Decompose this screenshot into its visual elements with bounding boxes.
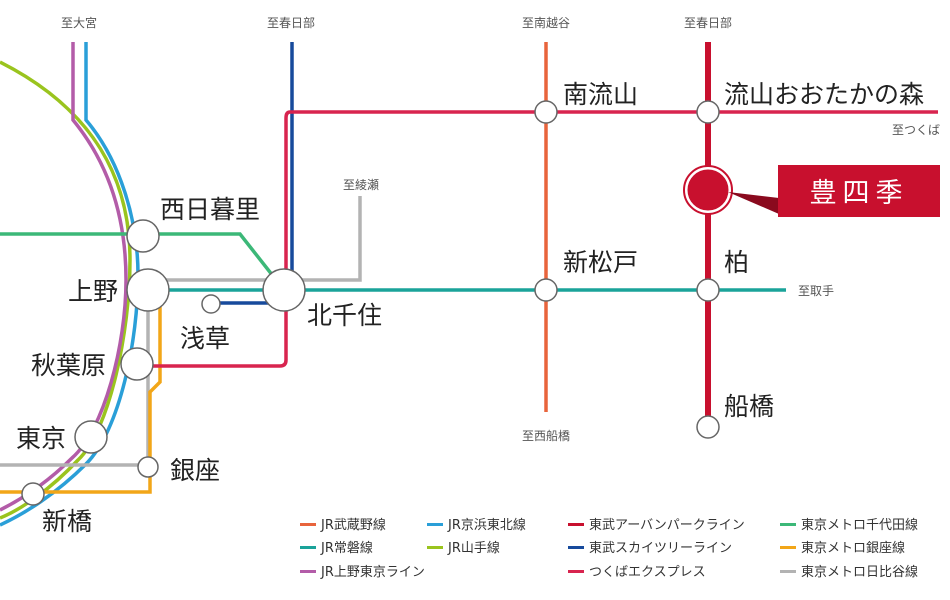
station-akihabara-marker — [120, 347, 154, 381]
station-tokyo-marker — [74, 420, 108, 454]
legend-swatch — [427, 546, 443, 549]
legend-swatch — [780, 546, 796, 549]
dir-nishifunabashi: 至西船橋 — [522, 429, 570, 443]
label-nishi-nippori: 西日暮里 — [160, 195, 260, 224]
legend-swatch — [427, 523, 443, 526]
legend-item: 東武アーバンパークライン — [568, 517, 745, 533]
dir-kasukabe-left: 至春日部 — [267, 15, 315, 30]
label-akihabara: 秋葉原 — [31, 351, 106, 380]
legend-item: JR山手線 — [427, 540, 500, 556]
dir-tsukuba: 至つくば — [892, 123, 940, 137]
legend-item: JR京浜東北線 — [427, 517, 526, 533]
legend-item: 東京メトロ千代田線 — [780, 517, 918, 533]
legend-label: JR武蔵野線 — [320, 517, 386, 533]
station-shimbashi-marker — [21, 482, 45, 506]
line-skytree — [212, 42, 294, 305]
dir-minamikoshigaya: 至南越谷 — [522, 15, 570, 30]
target-callout-pointer — [728, 192, 779, 214]
label-funabashi: 船橋 — [724, 392, 774, 421]
legend-item: つくばエクスプレス — [568, 565, 706, 580]
label-shimbashi: 新橋 — [42, 507, 92, 536]
legend-swatch — [568, 546, 584, 549]
station-kashiwa-marker — [696, 278, 720, 302]
label-ueno: 上野 — [68, 277, 118, 306]
legend-swatch — [780, 523, 796, 526]
line-yamanote — [0, 60, 132, 520]
legend-item: JR上野東京ライン — [300, 564, 425, 580]
legend-item: 東京メトロ日比谷線 — [780, 564, 918, 580]
station-nishi-nippori-marker — [126, 219, 160, 253]
legend-label: 東京メトロ銀座線 — [801, 540, 905, 556]
station-ginza-marker — [137, 456, 159, 478]
line-tsukuba — [138, 110, 938, 368]
target-station: 豊四季 — [683, 165, 940, 217]
target-callout — [778, 165, 940, 217]
legend-label: 東京メトロ千代田線 — [801, 517, 918, 533]
station-funabashi-marker — [696, 415, 720, 439]
legend-label: 東京メトロ日比谷線 — [801, 564, 918, 580]
label-tokyo: 東京 — [16, 424, 66, 453]
label-kashiwa: 柏 — [724, 248, 749, 277]
legend-swatch — [300, 523, 316, 526]
legend-label: 東武アーバンパークライン — [589, 517, 745, 533]
label-ginza: 銀座 — [170, 456, 220, 485]
station-shin-matsudo-marker — [534, 278, 558, 302]
station-minami-nagareyama-marker — [534, 100, 558, 124]
station-kita-senju-marker — [262, 268, 306, 312]
dir-kasukabe-right: 至春日部 — [684, 15, 732, 30]
station-nagareyama-otakanomori-marker — [696, 100, 720, 124]
label-asakusa: 浅草 — [180, 324, 230, 353]
legend-swatch — [568, 570, 584, 573]
label-shin-matsudo: 新松戸 — [563, 248, 638, 277]
target-label: 豊四季 — [810, 178, 909, 209]
legend-label: JR常磐線 — [320, 540, 373, 556]
legend-label: JR上野東京ライン — [320, 564, 425, 580]
legend-label: つくばエクスプレス — [589, 565, 706, 580]
legend-item: JR武蔵野線 — [300, 517, 386, 533]
legend-item: JR常磐線 — [300, 540, 373, 556]
legend: JR武蔵野線 JR京浜東北線 東武アーバンパークライン 東京メトロ千代田線 JR… — [300, 517, 918, 580]
legend-swatch — [568, 523, 584, 526]
legend-label: JR山手線 — [447, 540, 500, 556]
dir-ayase: 至綾瀬 — [343, 177, 379, 192]
line-ueno-tokyo — [0, 42, 128, 512]
station-asakusa-marker — [201, 294, 221, 314]
label-nagareyama-otakanomori: 流山おおたかの森 — [724, 80, 924, 109]
dir-toride: 至取手 — [798, 284, 834, 298]
label-minami-nagareyama: 南流山 — [563, 80, 638, 109]
legend-label: JR京浜東北線 — [447, 517, 526, 533]
station-ueno-marker — [126, 268, 170, 312]
legend-item: 東武スカイツリーライン — [568, 540, 732, 556]
legend-label: 東武スカイツリーライン — [589, 540, 732, 556]
legend-swatch — [300, 546, 316, 549]
line-chiyoda — [0, 232, 286, 292]
legend-swatch — [780, 570, 796, 573]
legend-item: 東京メトロ銀座線 — [780, 540, 905, 556]
label-kita-senju: 北千住 — [307, 301, 382, 330]
legend-swatch — [300, 570, 316, 573]
dir-omiya: 至大宮 — [61, 15, 97, 30]
